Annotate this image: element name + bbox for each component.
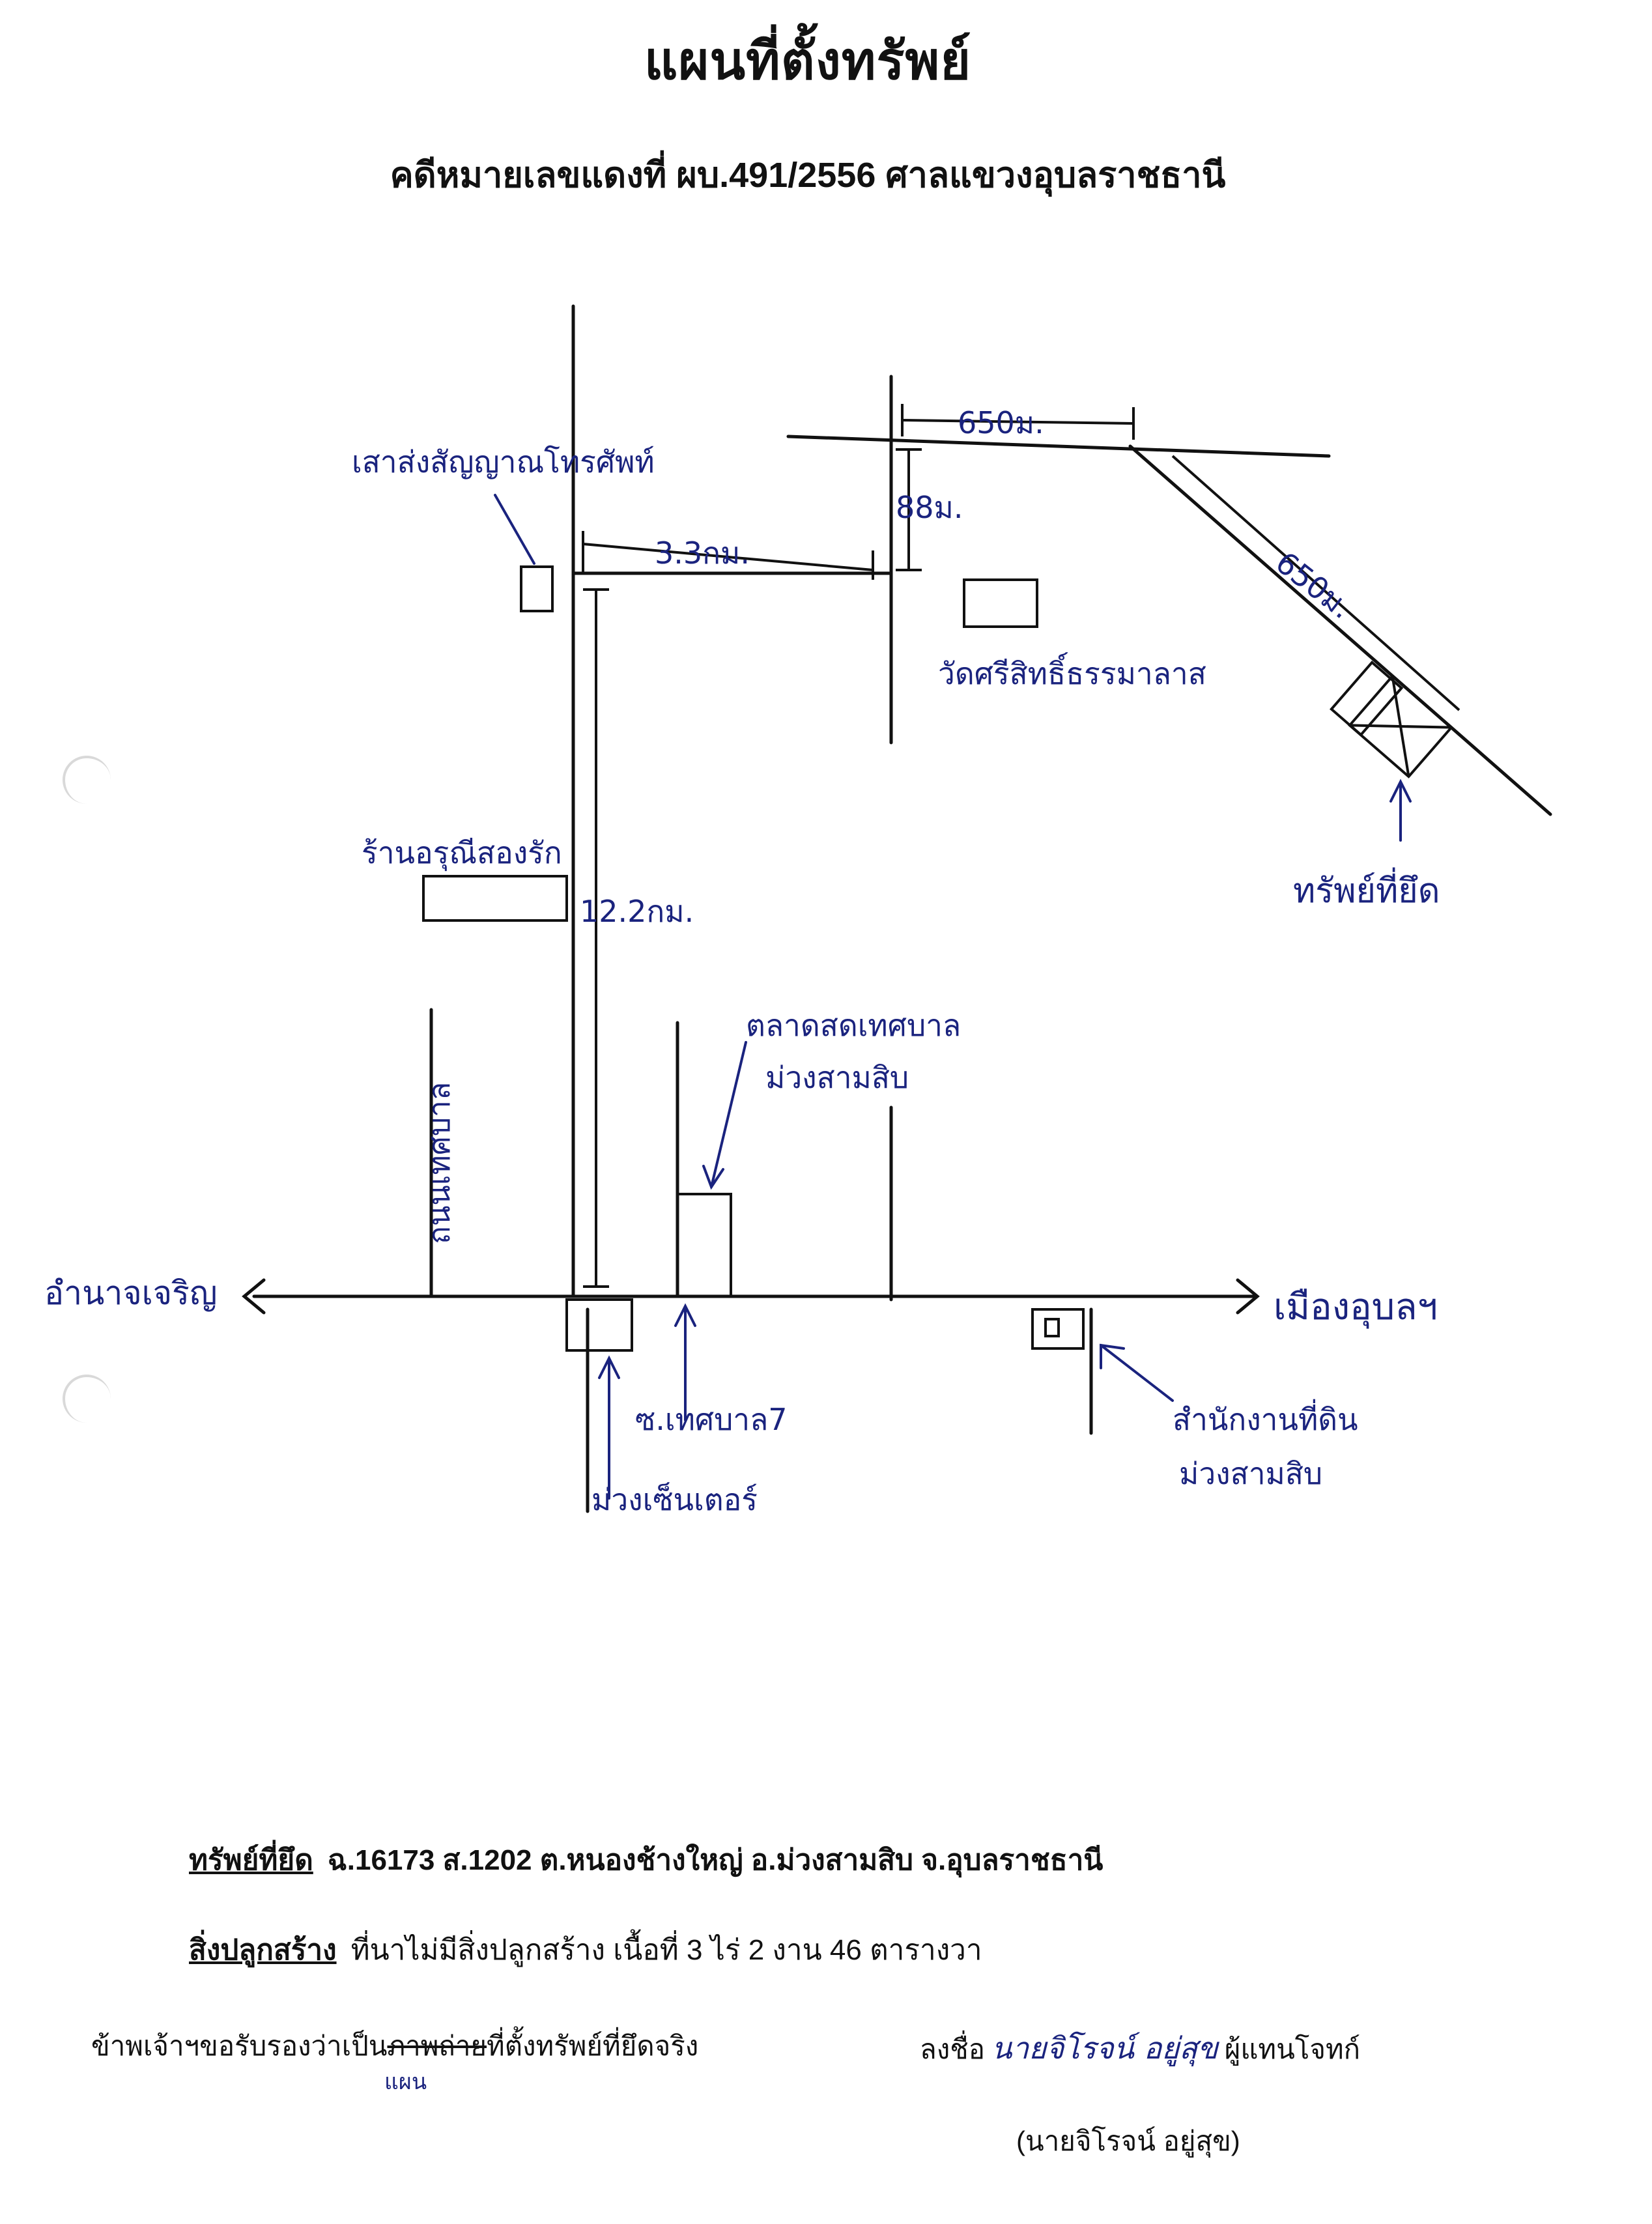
land-office-box <box>1031 1308 1085 1350</box>
label-side-road: ถนนเทศบาล <box>421 1082 457 1244</box>
land-office-inner <box>1044 1318 1060 1337</box>
arrow-left <box>242 1278 266 1315</box>
label-dist-12-2km: 12.2กม. <box>580 894 694 929</box>
label-fresh-market-1: ตลาดสดเทศบาล <box>746 1008 961 1043</box>
signature-role: ผู้แทนโจทก์ <box>1224 2034 1361 2064</box>
label-center: ม่วงเซ็นเตอร์ <box>591 1482 758 1517</box>
seized-plot-adjacent <box>1330 661 1404 737</box>
signature-line: ลงชื่อนายจิโรจน์ อยู่สุขผู้แทนโจทก์ <box>920 2025 1360 2072</box>
road-diagonal <box>1128 444 1552 816</box>
seized-property-line: ทรัพย์ที่ยึด ฉ.16173 ส.1202 ต.หนองช้างใหญ… <box>189 1837 1103 1883</box>
dim-650m-diag-line <box>1171 455 1460 711</box>
certification-statement: ข้าพเจ้าฯขอรับรองว่าเป็นภาพถ่ายที่ตั้งทร… <box>91 2025 698 2068</box>
signature-prefix: ลงชื่อ <box>920 2034 985 2064</box>
cert-prefix: ข้าพเจ้าฯขอรับรองว่าเป็น <box>91 2031 388 2061</box>
pointer-arrow-market <box>710 1041 747 1188</box>
punch-hole-mark <box>63 1375 111 1423</box>
road-top-horizontal <box>786 435 1331 458</box>
seized-property-value: ฉ.16173 ส.1202 ต.หนองช้างใหญ่ อ.ม่วงสามส… <box>327 1844 1104 1876</box>
shop-box <box>422 875 568 922</box>
arrow-right <box>1236 1278 1260 1315</box>
label-amnat: อำนาจเจริญ <box>44 1274 218 1312</box>
pointer-arrow-land-office <box>1100 1344 1174 1402</box>
fresh-market-box <box>676 1193 732 1298</box>
buildings-value: ที่นาไม่มีสิ่งปลูกสร้าง เนื้อที่ 3 ไร่ 2… <box>350 1934 982 1966</box>
signature-printed-name: (นายจิโรจน์ อยู่สุข) <box>1016 2126 1240 2156</box>
punch-hole-mark <box>63 756 111 804</box>
label-soi-municipal: ซ.เทศบาล7 <box>635 1402 788 1437</box>
label-dist-650m-diag: 650ม. <box>1269 545 1359 625</box>
label-fresh-market-2: ม่วงสามสิบ <box>765 1060 909 1095</box>
buildings-line: สิ่งปลูกสร้าง ที่นาไม่มีสิ่งปลูกสร้าง เนื… <box>189 1927 982 1973</box>
label-to-ubon: เมืองอุบลฯ <box>1274 1286 1438 1329</box>
dim-3-3km-line <box>582 543 874 571</box>
label-dist-88m: 88ม. <box>896 490 963 525</box>
label-land-office-1: สำนักงานที่ดิน <box>1173 1399 1358 1437</box>
label-shop: ร้านอรุณีสองรัก <box>362 835 562 872</box>
buildings-label: สิ่งปลูกสร้าง <box>189 1934 337 1966</box>
case-subtitle: คดีหมายเลขแดงที่ ผบ.491/2556 ศาลแขวงอุบล… <box>390 156 1226 195</box>
temple-box <box>963 578 1038 628</box>
seized-property-label: ทรัพย์ที่ยึด <box>189 1844 313 1876</box>
label-telecom-tower: เสาส่งสัญญาณโทรศัพท์ <box>352 444 655 479</box>
seized-plot <box>1348 674 1453 778</box>
label-dist-3-3km: 3.3กม. <box>655 535 750 571</box>
label-dist-650m-top: 650ม. <box>958 405 1044 440</box>
cert-struck-text: ภาพถ่าย <box>387 2031 487 2061</box>
cert-suffix: ที่ตั้งทรัพย์ที่ยึดจริง <box>487 2031 699 2061</box>
telecom-tower-box <box>520 565 554 612</box>
cert-handwritten-correction: แผน <box>384 2069 427 2095</box>
dim-650m-top-line <box>902 419 1134 425</box>
label-temple: วัดศรีสิทธิ์ธรรมาลาส <box>938 652 1206 691</box>
center-box <box>565 1298 633 1352</box>
pointer-arrow-tower <box>494 494 535 565</box>
handwritten-signature: นายจิโรจน์ อยู่สุข <box>991 2031 1218 2066</box>
label-land-office-2: ม่วงสามสิบ <box>1179 1456 1322 1491</box>
label-seized-property: ทรัพย์ที่ยึด <box>1293 867 1440 911</box>
page-title: แผนที่ตั้งทรัพย์ <box>644 32 972 90</box>
